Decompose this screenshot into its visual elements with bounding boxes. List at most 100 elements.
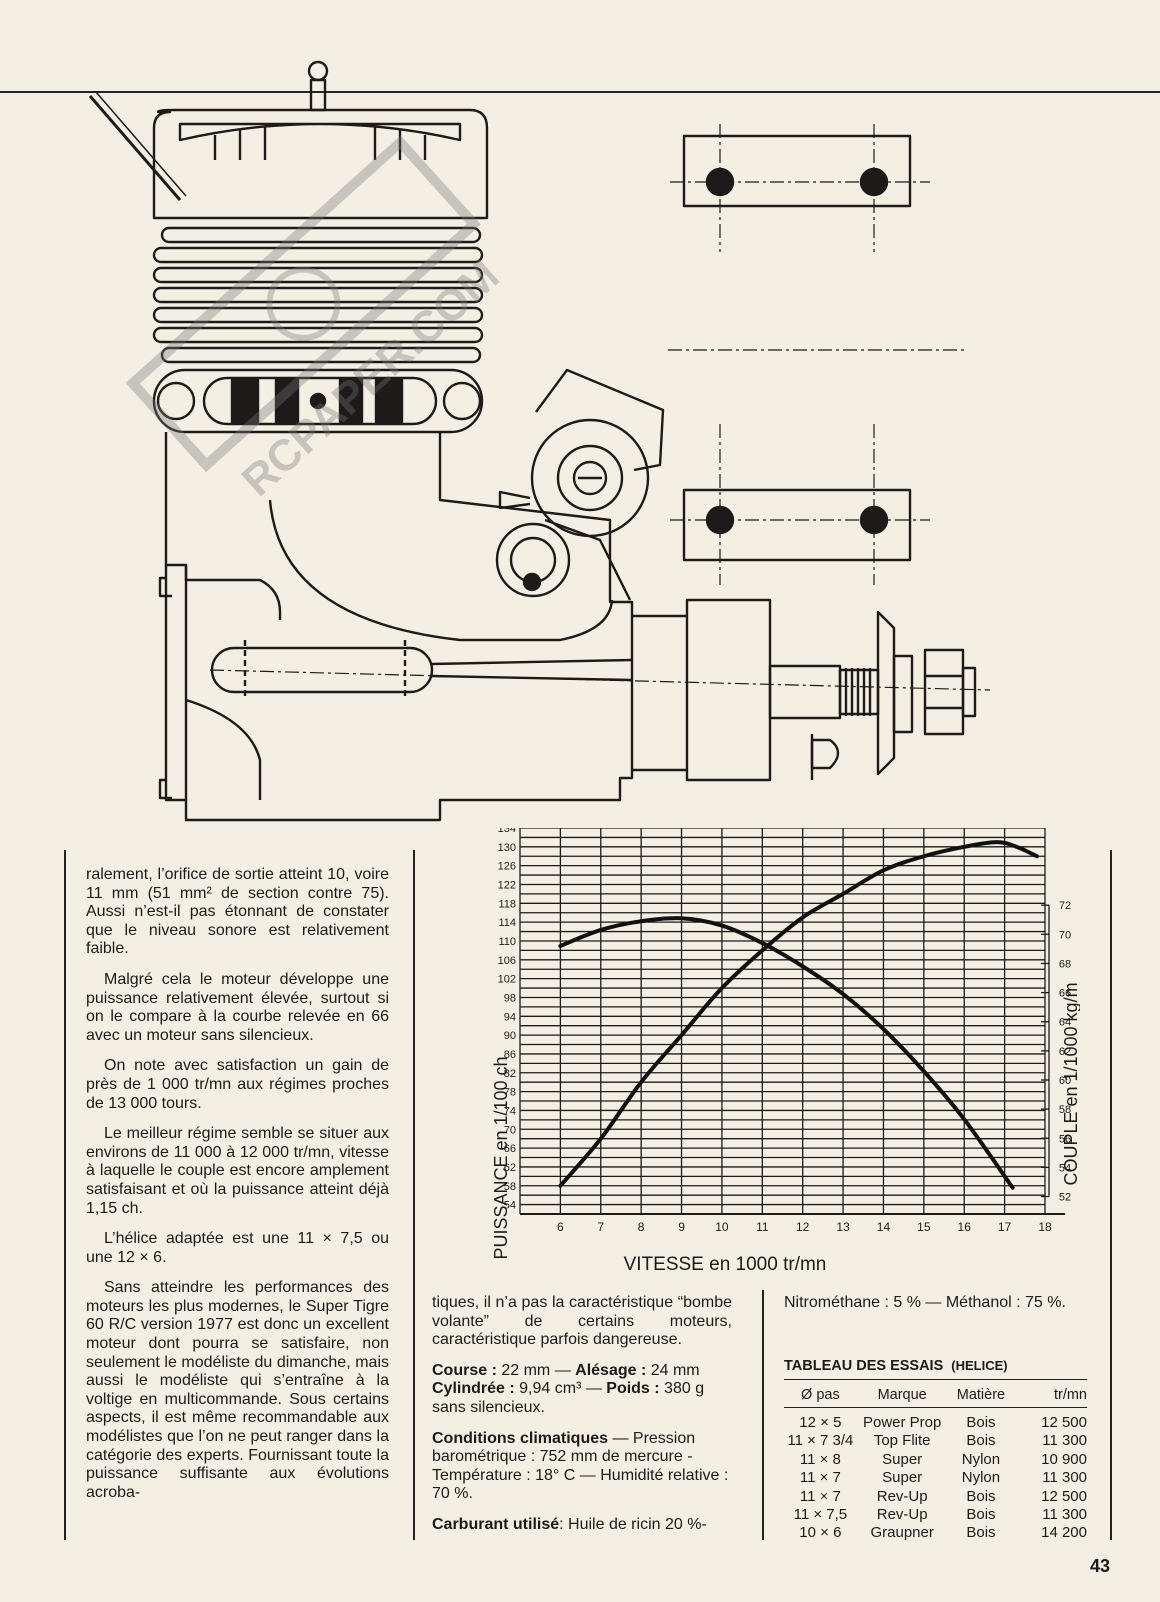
spec-label: Poids :	[606, 1380, 660, 1398]
y-axis-label: PUISSANCE en 1/100 ch	[491, 1056, 511, 1259]
paragraph: Le meilleur régime semble se situer aux …	[86, 1125, 389, 1217]
y-tick-label: 126	[498, 861, 516, 873]
spec-label: Alésage :	[575, 1361, 647, 1379]
paragraph: Nitrométhane : 5 % — Méthanol : 75 %.	[784, 1294, 1066, 1311]
table-cell: 14 200	[1041, 1524, 1087, 1542]
table-cell: Bois	[966, 1432, 996, 1450]
table-cell: 10 × 6	[799, 1524, 842, 1542]
table-cell: Top Flite	[873, 1432, 931, 1450]
power-curve	[558, 840, 1039, 1188]
engine-drawing: RCPAPER.COM	[88, 60, 991, 822]
y-tick-label: 102	[498, 974, 516, 986]
paragraph: Sans atteindre les performances des mote…	[86, 1279, 389, 1501]
table-cell: 11 × 8	[799, 1450, 841, 1468]
y2-tick-label: 68	[1059, 958, 1071, 970]
spec-label: Course :	[432, 1361, 497, 1379]
spec-value: 22 mm —	[496, 1361, 576, 1379]
table-cell: Super	[882, 1469, 923, 1487]
y-tick-label: 90	[504, 1030, 516, 1042]
column-rule	[762, 1290, 764, 1540]
spec-value: 380 g sans silencieux.	[432, 1380, 705, 1416]
y-tick-label: 98	[504, 992, 516, 1004]
table-cell: 10 900	[1041, 1450, 1087, 1468]
y-tick-label: 134	[498, 828, 516, 835]
table-header: Matière	[947, 1384, 1015, 1408]
table-cell: Graupner	[870, 1524, 934, 1542]
table-cell: 12 500	[1041, 1487, 1087, 1505]
column-rule	[64, 850, 66, 1540]
table-cell: 11 300	[1042, 1432, 1087, 1450]
x-tick-label: 12	[796, 1220, 810, 1234]
column-rule	[413, 850, 415, 1540]
y2-tick-label: 62	[1059, 1046, 1071, 1058]
table-cell: Bois	[966, 1506, 996, 1524]
y-tick-label: 70	[504, 1124, 516, 1136]
x-tick-label: 16	[958, 1220, 972, 1234]
article-column-2: tiques, il n’a pas la caractéristique “b…	[432, 1294, 732, 1547]
y2-tick-label: 66	[1059, 988, 1071, 1000]
spec-value: : Huile de ricin 20 %-	[559, 1515, 707, 1533]
paragraph: ralement, l’orifice de sortie atteint 10…	[86, 866, 389, 958]
paragraph: Malgré cela le moteur développe une puis…	[86, 970, 389, 1044]
top-rule	[0, 91, 1160, 93]
x-tick-label: 14	[877, 1220, 891, 1234]
y-tick-label: 114	[498, 917, 516, 929]
watermark-stamp: RCPAPER.COM	[125, 135, 508, 506]
y-tick-label: 86	[504, 1049, 516, 1061]
y2-tick-label: 60	[1059, 1075, 1071, 1087]
paragraph: On note avec satisfaction un gain de prè…	[86, 1057, 389, 1112]
page-number: 43	[1090, 1556, 1111, 1576]
article-column-3: Nitrométhane : 5 % — Méthanol : 75 %.	[784, 1294, 1084, 1325]
chart-grid	[519, 828, 1065, 1215]
chart-curves	[558, 840, 1039, 1190]
torque-curve	[558, 916, 1015, 1190]
table-header: tr/mn	[1014, 1384, 1087, 1408]
y2-tick-label: 64	[1059, 1017, 1071, 1029]
y2-tick-label: 58	[1059, 1104, 1071, 1116]
table-cell: Rev-Up	[876, 1506, 928, 1524]
paragraph: L’hélice adaptée est une 11 × 7,5 ou une…	[86, 1230, 389, 1266]
table-cell: Bois	[966, 1524, 996, 1542]
y-tick-label: 110	[498, 936, 516, 948]
y-tick-label: 62	[504, 1162, 516, 1174]
spec-value: 24 mm	[646, 1361, 700, 1379]
x-tick-label: 7	[597, 1220, 604, 1234]
y-tick-label: 58	[504, 1181, 516, 1193]
x-tick-label: 18	[1038, 1220, 1052, 1234]
table-cell: 11 × 7	[799, 1487, 841, 1505]
table-cell: Nylon	[961, 1469, 1001, 1487]
spec-fuel: Carburant utilisé: Huile de ricin 20 %-	[432, 1516, 732, 1535]
table-header: Ø pas	[784, 1384, 857, 1408]
table-cell: Bois	[966, 1487, 996, 1505]
paragraph: tiques, il n’a pas la caractéristique “b…	[432, 1294, 732, 1349]
table-cell: 11 300	[1042, 1469, 1087, 1487]
y-tick-label: 66	[504, 1143, 516, 1155]
y-tick-labels: 5458626670747882869094981021061101141181…	[498, 828, 516, 1212]
table-row: 10 × 6 Graupner Bois 14 200	[784, 1524, 1087, 1542]
x-tick-label: 17	[998, 1220, 1012, 1234]
essais-table-block: TABLEAU DES ESSAIS(HELICE) Ø pas Marque …	[784, 1358, 1087, 1543]
essais-subtitle: (HELICE)	[951, 1358, 1008, 1373]
x-tick-label: 11	[756, 1220, 769, 1234]
x-tick-label: 6	[557, 1220, 564, 1234]
y-tick-label: 122	[498, 879, 516, 891]
spec-value: — Pression barométrique : 752 mm de merc…	[432, 1429, 729, 1503]
table-cell: Nylon	[961, 1450, 1001, 1468]
y-tick-label: 78	[504, 1087, 516, 1099]
table-cell: 11 × 7,5	[793, 1506, 848, 1524]
essais-title: TABLEAU DES ESSAIS(HELICE)	[784, 1358, 1087, 1380]
y-tick-label: 130	[498, 842, 516, 854]
y2-tick-label: 72	[1059, 900, 1071, 912]
x-axis-label: VITESSE en 1000 tr/mn	[624, 1254, 827, 1275]
spec-label: Conditions climatiques	[432, 1429, 609, 1447]
x-tick-label: 15	[917, 1220, 931, 1234]
